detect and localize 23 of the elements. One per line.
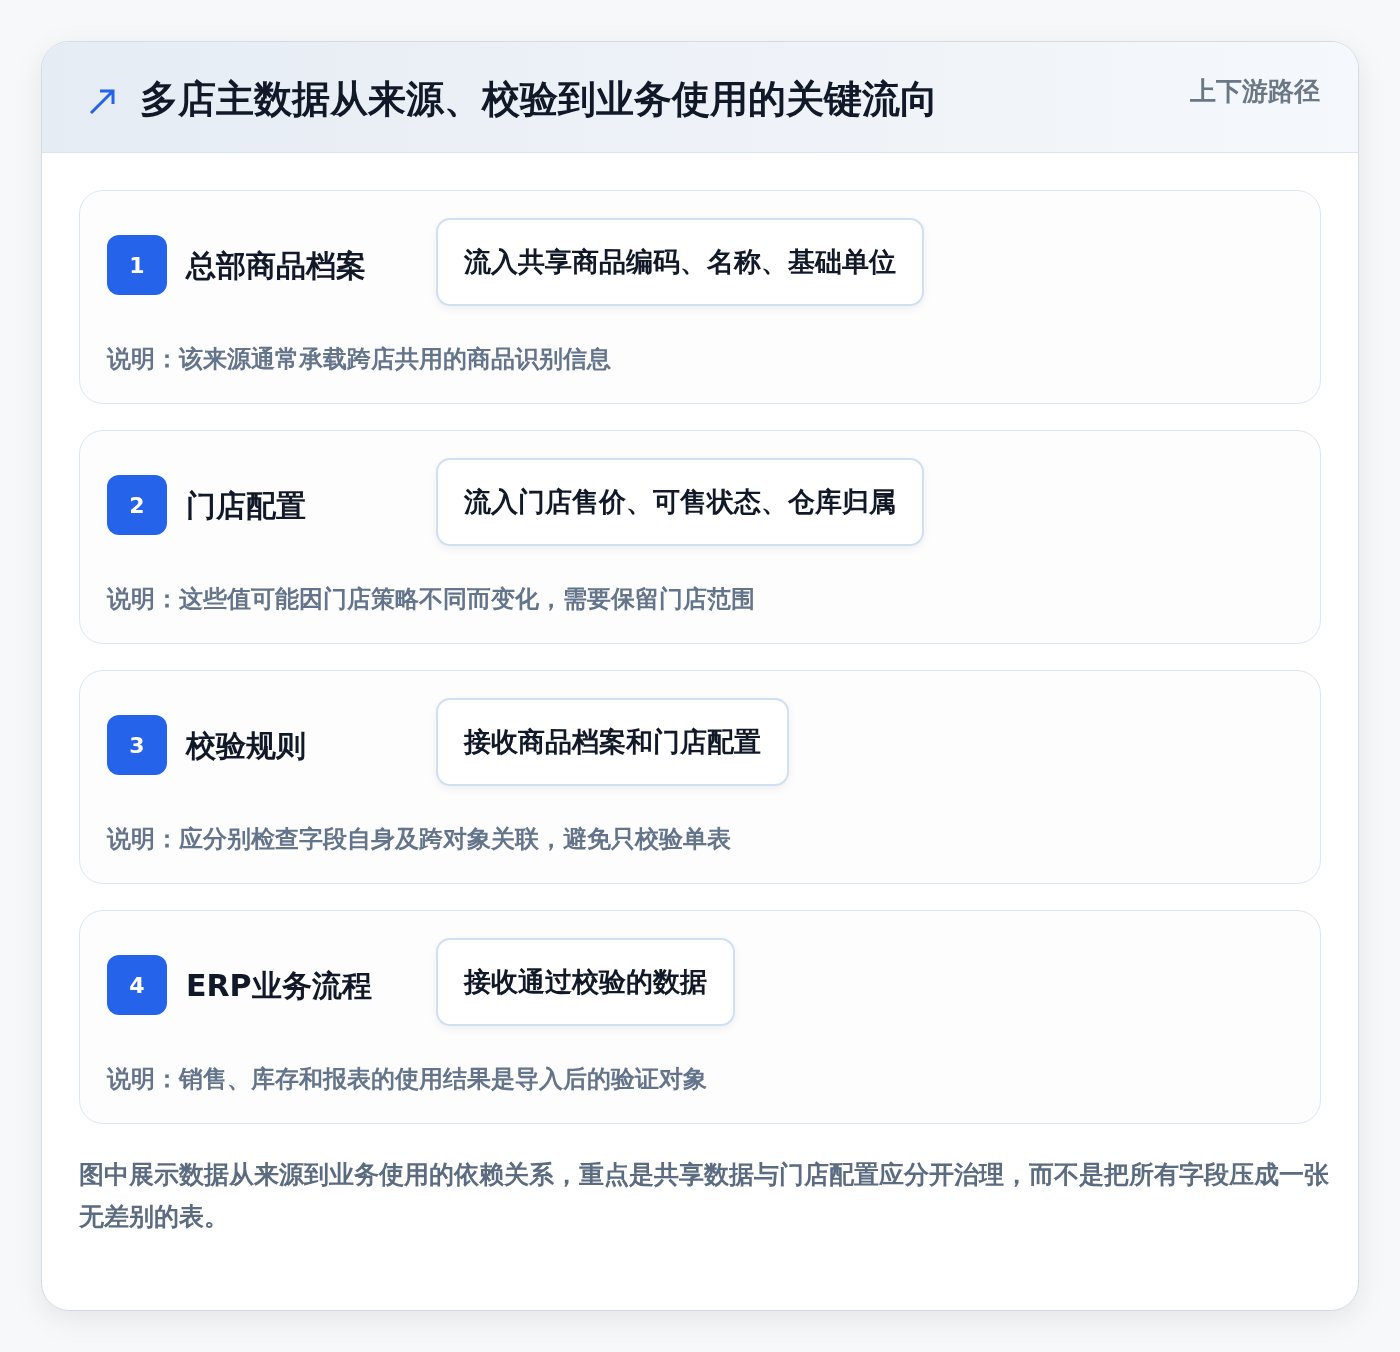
caption: 图中展示数据从来源到业务使用的依赖关系，重点是共享数据与门店配置应分开治理，而不是把所有字段压成一张无差别的表。 — [79, 1159, 1329, 1233]
step-note: 说明：销售、库存和报表的使用结果是导入后的验证对象 — [107, 1064, 707, 1095]
step-card — [79, 430, 1321, 644]
number-badge: 3 — [107, 715, 167, 775]
step-note: 说明：这些值可能因门店策略不同而变化，需要保留门店范围 — [107, 584, 755, 615]
step-card — [79, 190, 1321, 404]
step-note: 说明：应分别检查字段自身及跨对象关联，避免只校验单表 — [107, 824, 731, 855]
number-badge: 2 — [107, 475, 167, 535]
step-card — [79, 910, 1321, 1124]
flow-chip: 流入门店售价、可售状态、仓库归属 — [436, 458, 924, 546]
step-title: 校验规则 — [186, 727, 306, 765]
number-badge: 1 — [107, 235, 167, 295]
flow-chip: 接收商品档案和门店配置 — [436, 698, 789, 786]
step-title: ERP业务流程 — [186, 967, 372, 1005]
header-tag: 上下游路径 — [1190, 74, 1320, 109]
step-title: 门店配置 — [186, 487, 306, 525]
flow-chip: 流入共享商品编码、名称、基础单位 — [436, 218, 924, 306]
step-card — [79, 670, 1321, 884]
title: 多店主数据从来源、校验到业务使用的关键流向 — [140, 76, 938, 123]
step-note: 说明：该来源通常承载跨店共用的商品识别信息 — [107, 344, 611, 375]
flow-chip: 接收通过校验的数据 — [436, 938, 735, 1026]
step-title: 总部商品档案 — [186, 247, 366, 285]
number-badge: 4 — [107, 955, 167, 1015]
